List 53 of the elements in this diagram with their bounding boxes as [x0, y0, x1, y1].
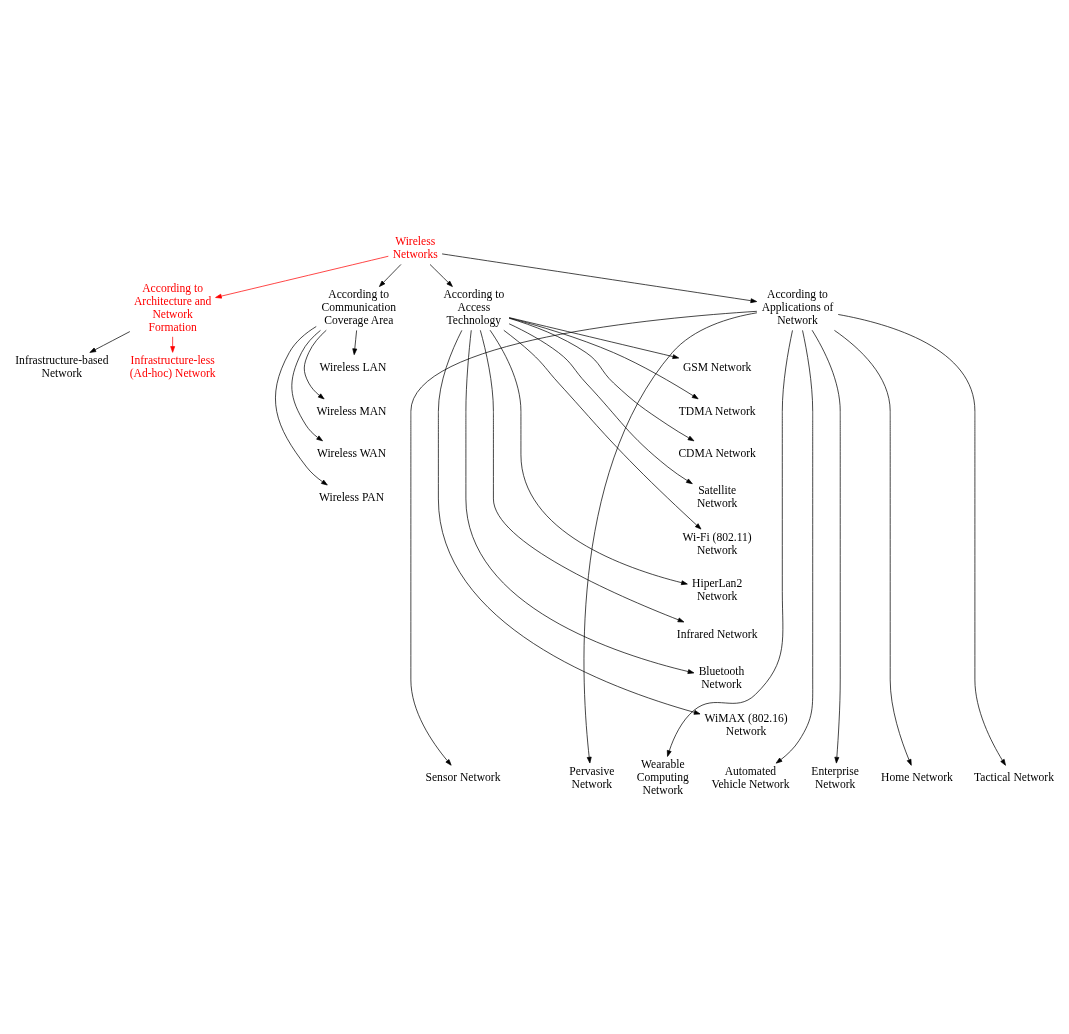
arrow — [508, 323, 693, 485]
node-text: According to Access Technology — [443, 288, 505, 328]
node-text: GSM Network — [682, 360, 752, 374]
node-text: Wireless PAN — [318, 490, 385, 504]
arrow — [583, 312, 758, 764]
node-text: According to Architecture and Network Formation — [133, 281, 212, 334]
node-text: Infrastructure-based Network — [15, 354, 109, 381]
node-text: Wireless LAN — [319, 360, 387, 374]
node-text: Tactical Network — [974, 771, 1054, 785]
node-text: Enterprise Network — [811, 764, 859, 791]
node-text: Wireless Networks — [392, 235, 438, 262]
node-text: Wearable Computing Network — [636, 758, 689, 798]
arrow — [352, 330, 358, 355]
node-text: Wireless MAN — [316, 404, 387, 418]
arrow — [441, 253, 758, 304]
node-text: According to Applications of Network — [761, 288, 834, 328]
node-text: Wireless WAN — [316, 446, 387, 460]
arrow — [834, 330, 912, 766]
arrow — [508, 317, 695, 442]
node-text: Infrared Network — [676, 627, 758, 641]
node-text: Sensor Network — [425, 771, 501, 785]
arrow — [508, 317, 680, 359]
node-text: TDMA Network — [678, 404, 756, 418]
arrow — [811, 329, 841, 764]
arrow — [303, 329, 327, 400]
arrow — [508, 317, 699, 400]
arrow — [275, 326, 328, 486]
node-text: Bluetooth Network — [698, 665, 745, 692]
arrow — [215, 255, 389, 299]
arrow — [438, 330, 701, 715]
node-text: Automated Vehicle Network — [711, 764, 790, 791]
node-text: Infrastructure-less (Ad-hoc) Network — [129, 354, 216, 381]
node-text: Wi-Fi (802.11) Network — [682, 530, 752, 557]
arrow — [489, 329, 688, 586]
arrow — [775, 330, 814, 764]
node-text: HiperLan2 Network — [692, 577, 743, 604]
arrow — [465, 329, 695, 674]
arrow — [379, 264, 402, 287]
arrow — [429, 264, 453, 287]
node-text: According to Communication Coverage Area — [321, 288, 397, 328]
arrow — [291, 330, 323, 442]
node-text: CDMA Network — [678, 446, 756, 460]
node-text: Pervasive Network — [569, 764, 615, 791]
arrow — [837, 314, 1006, 766]
node-text: Satellite Network — [696, 484, 738, 511]
arrow — [170, 336, 176, 353]
arrow — [503, 329, 702, 530]
arrow — [666, 330, 793, 757]
arrow — [410, 310, 758, 766]
arrow — [479, 329, 685, 623]
node-text: Home Network — [881, 771, 953, 785]
node-text: WiMAX (802.16) Network — [704, 711, 788, 738]
arrow — [89, 331, 131, 353]
